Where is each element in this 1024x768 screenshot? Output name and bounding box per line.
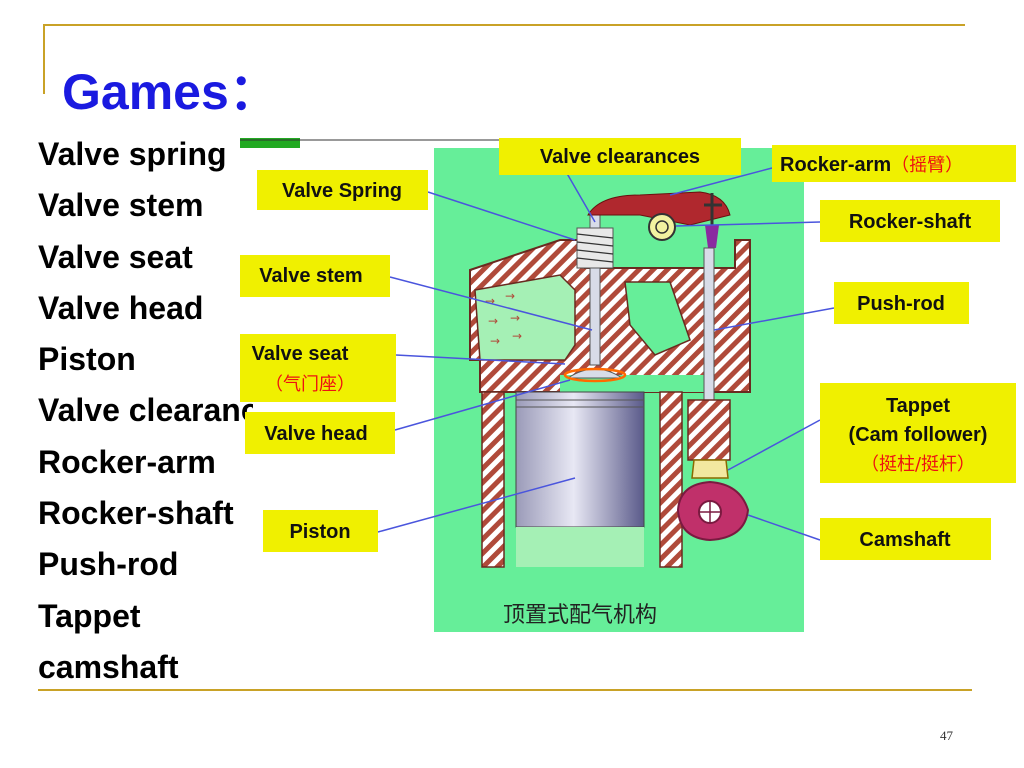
tappet (691, 459, 729, 479)
label-valve-head: Valve head (264, 423, 367, 445)
rocker-adjuster (705, 225, 719, 248)
label-tappet-cn: （挺柱/挺杆） (861, 454, 975, 475)
label-valve-seat-cn: （气门座） (265, 374, 355, 395)
label-valve-spring: Valve Spring (282, 180, 402, 202)
tappet-guide (687, 399, 731, 461)
svg-text:→: → (488, 314, 498, 328)
term-item: camshaft (38, 648, 179, 685)
leader-lines (377, 167, 835, 541)
top-rule (43, 24, 965, 26)
piston-body (515, 391, 645, 528)
svg-text:→: → (512, 329, 522, 343)
green-tab (240, 138, 300, 148)
svg-text:→: → (485, 294, 495, 308)
term-item: Rocker-shaft (38, 495, 234, 532)
label-tappet: Tappet (886, 395, 950, 417)
rocker-arm (587, 191, 731, 226)
term-item: Valve head (38, 289, 204, 326)
page-number: 47 (940, 728, 953, 743)
combustion-chamber (560, 375, 710, 392)
label-valve-seat: Valve seat (252, 343, 349, 365)
label-tappet-sub: (Cam follower) (849, 424, 988, 446)
term-item: Rocker-arm (38, 443, 216, 480)
slide-title: Games： (62, 64, 279, 120)
label-valve-clearances: Valve clearances (540, 146, 700, 168)
label-valve-stem: Valve stem (259, 265, 362, 287)
coolant-jacket (624, 281, 691, 356)
term-item: Valve seat (38, 238, 193, 275)
term-item: Tappet (38, 597, 141, 634)
label-push-rod: Push-rod (857, 293, 945, 315)
label-rocker-shaft: Rocker-shaft (849, 211, 972, 233)
label-piston: Piston (289, 521, 350, 543)
svg-text:→: → (510, 311, 520, 325)
bottom-rule (38, 689, 972, 691)
valve-train-diagram: → → → → → → (240, 138, 1016, 632)
cylinder-wall-right (659, 391, 683, 568)
valve-seat-ring (563, 367, 627, 383)
diagram-caption: 顶置式配气机构 (503, 603, 657, 628)
connecting-space (516, 527, 644, 567)
term-item: Valve spring (38, 136, 227, 172)
cylinder-wall-left (481, 391, 505, 568)
label-rocker-arm-cn: （摇臂） (891, 155, 963, 176)
svg-text:→: → (490, 334, 500, 348)
svg-text:→: → (505, 289, 515, 303)
rocker-shaft (648, 213, 676, 241)
flow-arrows: → → → → → → (485, 289, 522, 348)
term-item: Push-rod (38, 546, 179, 583)
label-camshaft: Camshaft (859, 529, 950, 551)
label-rocker-arm: Rocker-arm（摇臂） (780, 154, 963, 176)
term-item: Valve clearances (38, 392, 253, 429)
label-boxes (240, 138, 1016, 560)
term-item: Valve stem (38, 187, 204, 224)
left-rule (43, 24, 45, 94)
term-item: Piston (38, 341, 136, 378)
spring-coils (576, 233, 614, 263)
